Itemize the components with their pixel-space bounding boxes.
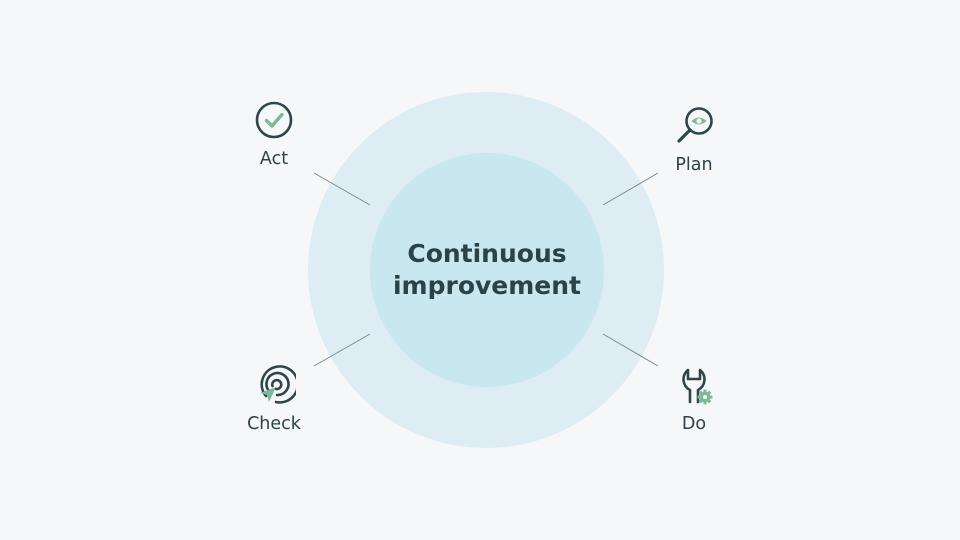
stage-label-act: Act — [259, 149, 289, 169]
stage-label-check: Check — [247, 414, 301, 434]
stage-plan: Plan — [644, 104, 744, 176]
stage-label-do: Do — [681, 414, 707, 434]
wrench-gear-icon — [682, 368, 713, 405]
target-cursor-icon — [260, 365, 296, 404]
connector-plan — [602, 172, 659, 206]
center-title-line-1: Continuous — [407, 239, 567, 268]
stage-check: Check — [224, 364, 324, 435]
check-circle-icon — [255, 101, 293, 139]
connector-act — [313, 172, 371, 206]
center-title: Continuous improvement — [370, 153, 604, 387]
stage-act: Act — [224, 98, 324, 170]
connector-do — [602, 333, 659, 367]
inner-circle — [370, 153, 604, 387]
stage-do: Do — [644, 364, 744, 435]
connector-check — [313, 333, 371, 367]
stage-label-plan: Plan — [675, 155, 713, 175]
center-title-line-2: improvement — [392, 271, 582, 300]
magnifier-eye-icon — [677, 107, 713, 143]
